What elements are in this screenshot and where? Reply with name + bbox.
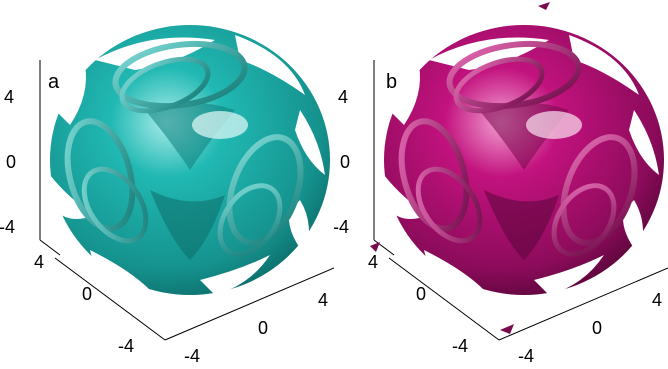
surface-fragments-b [370, 2, 550, 334]
y-tick-label: 4 [652, 290, 662, 310]
y-tick-label: 0 [592, 318, 602, 338]
y-tick-label: -4 [518, 346, 534, 366]
x-tick-label: 0 [416, 284, 426, 304]
ring-tubes-a [64, 40, 304, 257]
surface-plot-a: a 4 0 -4 4 0 -4 -4 0 4 [0, 25, 334, 366]
x-tick-label: 0 [82, 284, 92, 304]
z-tick-label: -4 [334, 217, 349, 237]
panel-label-a: a [48, 71, 60, 93]
sphere-body-a [50, 25, 330, 295]
y-tick-label: 0 [258, 318, 268, 338]
x-tick-label: -4 [452, 336, 468, 356]
z-tick-label: 0 [340, 152, 350, 172]
axis-box-a [39, 60, 334, 341]
x-tick-label: 4 [34, 252, 44, 272]
panel-a: a 4 0 -4 4 0 -4 -4 0 4 [0, 25, 334, 366]
z-tick-label: 4 [4, 87, 14, 107]
ring-tubes-b [398, 40, 638, 257]
y-tick-label: 4 [318, 290, 328, 310]
panel-label-b: b [386, 71, 397, 93]
surface-plot-b: b 4 0 -4 4 0 -4 -4 0 4 [334, 2, 668, 366]
axis-box-b [373, 60, 668, 341]
sphere-body-b [384, 25, 664, 295]
z-tick-label: 0 [6, 152, 16, 172]
x-tick-label: 4 [368, 252, 378, 272]
z-tick-label: 4 [338, 87, 348, 107]
x-tick-label: -4 [118, 336, 134, 356]
y-tick-label: -4 [184, 346, 200, 366]
z-tick-label: -4 [0, 217, 15, 237]
panel-b: b 4 0 -4 4 0 -4 -4 0 4 [334, 0, 668, 369]
